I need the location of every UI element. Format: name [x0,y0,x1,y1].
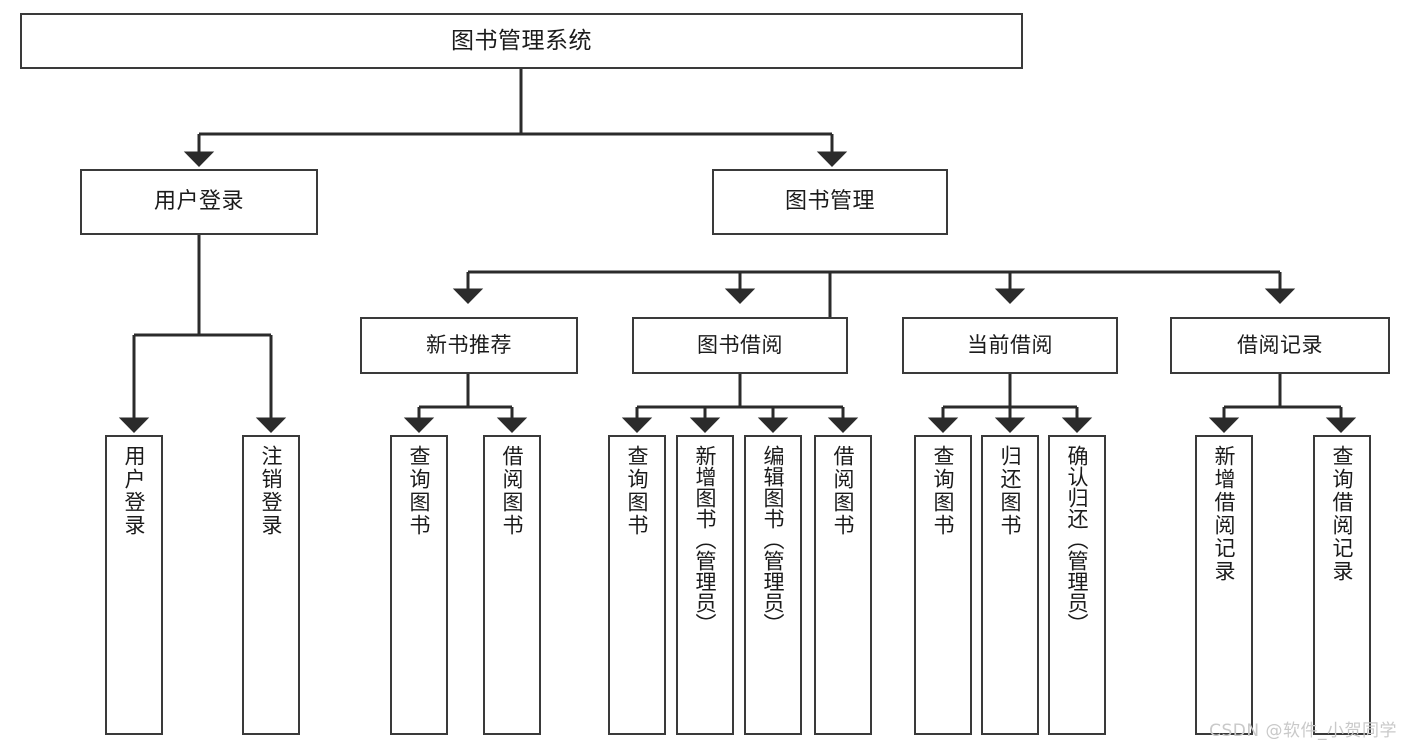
node-user-login[interactable]: 用户登录 [80,169,318,235]
node-leaf-user-login-signin-label: 用户登录 [122,445,147,537]
node-leaf-user-login-signin[interactable]: 用户登录 [105,435,163,735]
node-leaf-current-borrow-confirm[interactable]: 确认归还（管理员） [1048,435,1106,735]
node-leaf-current-borrow-query-label: 查询图书 [931,445,956,537]
node-book-manage[interactable]: 图书管理 [712,169,948,235]
watermark: CSDN @软件_小贺同学 [1209,721,1397,741]
node-leaf-current-borrow-return[interactable]: 归还图书 [981,435,1039,735]
node-root-system-label: 图书管理系统 [451,27,592,54]
node-leaf-new-book-query-label: 查询图书 [407,445,432,537]
node-borrow-record-label: 借阅记录 [1237,332,1323,357]
node-leaf-new-book-query[interactable]: 查询图书 [390,435,448,735]
node-user-login-label: 用户登录 [153,188,244,214]
node-leaf-book-borrow-query[interactable]: 查询图书 [608,435,666,735]
node-leaf-current-borrow-return-label: 归还图书 [998,445,1023,537]
node-leaf-new-book-borrow[interactable]: 借阅图书 [483,435,541,735]
node-leaf-book-borrow-borrow-label: 借阅图书 [831,445,856,537]
node-leaf-current-borrow-confirm-label: 确认归还（管理员） [1065,445,1090,634]
node-leaf-book-borrow-borrow[interactable]: 借阅图书 [814,435,872,735]
node-leaf-user-login-signout[interactable]: 注销登录 [242,435,300,735]
node-current-borrow[interactable]: 当前借阅 [902,317,1118,374]
node-leaf-book-borrow-add[interactable]: 新增图书（管理员） [676,435,734,735]
node-leaf-borrow-record-query-label: 查询借阅记录 [1330,445,1355,583]
node-leaf-user-login-signout-label: 注销登录 [259,445,284,537]
node-current-borrow-label: 当前借阅 [967,332,1053,357]
node-leaf-book-borrow-add-label: 新增图书（管理员） [693,445,718,634]
node-book-borrow[interactable]: 图书借阅 [632,317,848,374]
node-leaf-book-borrow-edit-label: 编辑图书（管理员） [761,445,786,634]
node-leaf-book-borrow-query-label: 查询图书 [625,445,650,537]
node-leaf-borrow-record-query[interactable]: 查询借阅记录 [1313,435,1371,735]
node-leaf-new-book-borrow-label: 借阅图书 [500,445,525,537]
node-leaf-borrow-record-add-label: 新增借阅记录 [1212,445,1237,583]
node-root-system[interactable]: 图书管理系统 [20,13,1023,69]
node-book-manage-label: 图书管理 [784,188,875,214]
node-leaf-current-borrow-query[interactable]: 查询图书 [914,435,972,735]
node-leaf-borrow-record-add[interactable]: 新增借阅记录 [1195,435,1253,735]
node-borrow-record[interactable]: 借阅记录 [1170,317,1390,374]
node-book-borrow-label: 图书借阅 [697,332,783,357]
node-new-book-recommend-label: 新书推荐 [426,332,512,357]
node-leaf-book-borrow-edit[interactable]: 编辑图书（管理员） [744,435,802,735]
node-new-book-recommend[interactable]: 新书推荐 [360,317,578,374]
